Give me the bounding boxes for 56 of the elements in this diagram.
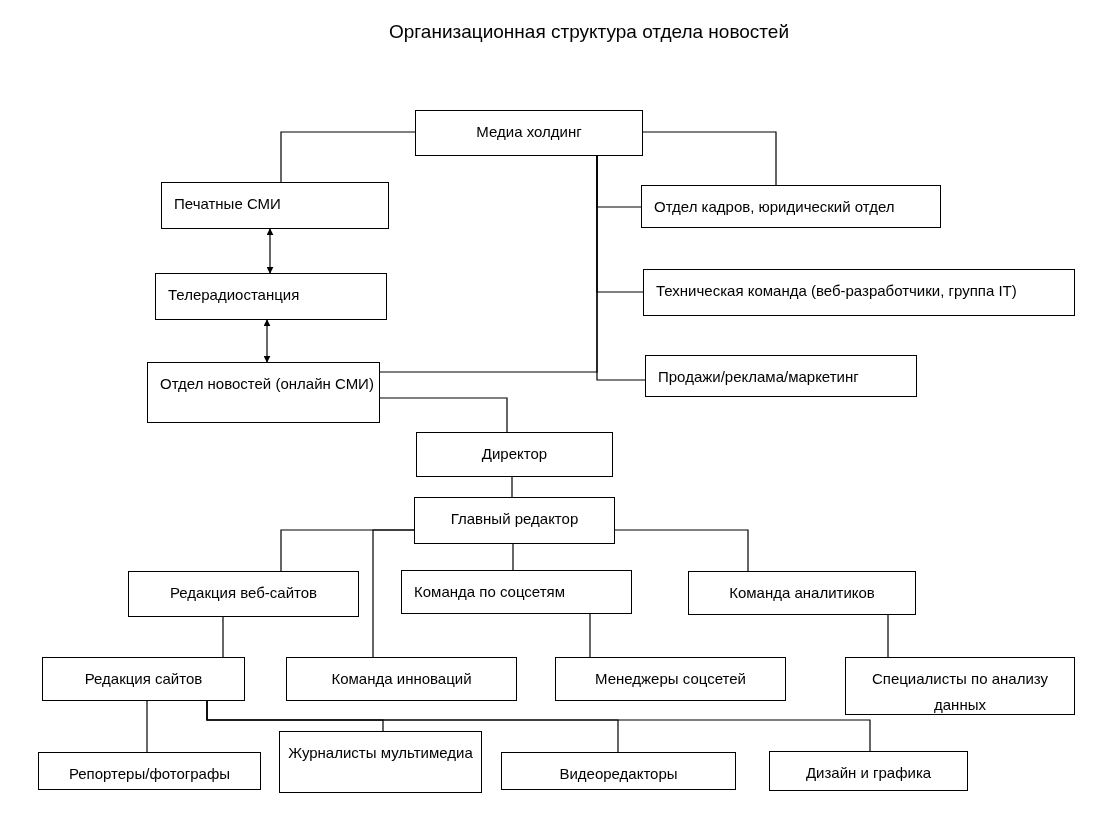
connector-line	[146, 700, 148, 753]
unit-label: Техническая команда (веб-разработчики, группа IT)	[656, 281, 1018, 301]
connector-line	[379, 155, 598, 373]
connector-line	[222, 616, 224, 658]
connector-line	[206, 700, 871, 752]
unit-label: Продажи/реклама/маркетинг	[658, 367, 860, 387]
unit-label: Отдел кадров, юридический отдел	[654, 197, 896, 217]
org-unit-box	[845, 657, 1075, 715]
unit-label: Директор	[480, 444, 549, 464]
org-unit-box	[128, 571, 359, 617]
connector-line	[887, 614, 889, 658]
double-arrow	[263, 319, 271, 363]
org-unit-box	[161, 182, 389, 229]
connector-line	[589, 613, 591, 658]
connector-line	[372, 529, 415, 658]
unit-label: Главный редактор	[449, 509, 580, 529]
org-unit-box	[641, 185, 941, 228]
connector-line	[379, 397, 508, 433]
connector-line	[512, 543, 514, 571]
unit-label: Репортеры/фотографы	[67, 764, 232, 784]
org-unit-box	[769, 751, 968, 791]
unit-label: Медиа холдинг	[475, 122, 583, 142]
unit-label: Видеоредакторы	[558, 764, 679, 784]
connector-line	[280, 131, 416, 183]
org-unit-box	[401, 570, 632, 614]
org-unit-box	[155, 273, 387, 320]
connector-line	[642, 131, 777, 186]
unit-label: Команда аналитиков	[728, 583, 876, 603]
unit-label: Команда по соцсетям	[414, 582, 566, 602]
unit-label: Телерадиостанция	[168, 285, 301, 305]
org-unit-box	[555, 657, 786, 701]
org-unit-box	[279, 731, 482, 793]
org-unit-box	[147, 362, 380, 423]
org-unit-box	[645, 355, 917, 397]
org-unit-box	[643, 269, 1075, 316]
org-unit-box	[414, 497, 615, 544]
unit-label: Специалисты по анализу данных	[871, 669, 1049, 715]
unit-label: Команда инноваций	[330, 669, 473, 689]
connector-line	[511, 476, 513, 498]
unit-label: Печатные СМИ	[174, 194, 282, 214]
double-arrow	[266, 228, 274, 274]
org-unit-box	[416, 432, 613, 477]
org-unit-box	[501, 752, 736, 790]
connector-line	[614, 529, 749, 572]
org-unit-box	[688, 571, 916, 615]
org-unit-box	[42, 657, 245, 701]
org-unit-box	[415, 110, 643, 156]
unit-label: Отдел новостей (онлайн СМИ)	[160, 374, 375, 394]
org-unit-box	[38, 752, 261, 790]
unit-label: Журналисты мультимедиа	[288, 743, 473, 763]
unit-label: Редакция веб-сайтов	[168, 583, 319, 603]
unit-label: Дизайн и графика	[804, 763, 933, 783]
diagram-title: Организационная структура отдела новостей	[387, 20, 790, 44]
org-unit-box	[286, 657, 517, 701]
unit-label: Менеджеры соцсетей	[594, 669, 747, 689]
unit-label: Редакция сайтов	[83, 669, 204, 689]
